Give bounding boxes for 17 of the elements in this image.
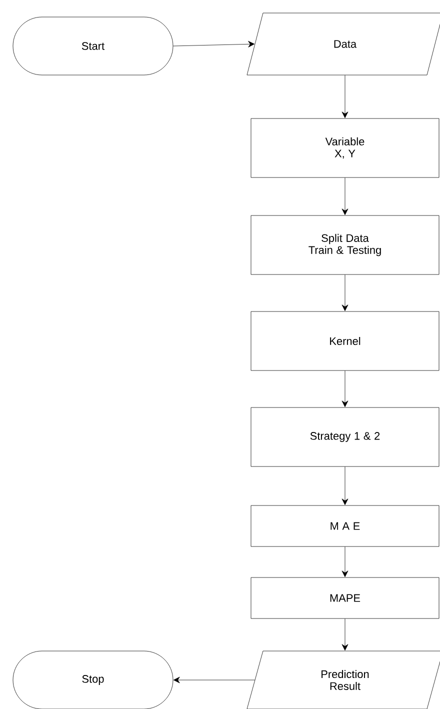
arrow [342,546,348,578]
process-box: M A E [250,505,440,547]
arrow [173,676,255,684]
process-box: Kernel [250,311,440,371]
arrow [342,178,348,216]
process-box: Split Data Train & Testing [250,215,440,275]
data-parallelogram: Data [246,12,440,76]
process-box: Strategy 1 & 2 [250,407,440,467]
data-parallelogram: Prediction Result [246,650,440,709]
arrow [173,40,255,48]
arrow [342,618,348,651]
arrow [342,466,348,506]
process-box: Variable X, Y [250,118,440,178]
arrow [342,370,348,408]
arrow [342,75,348,118]
process-box: MAPE [250,577,440,619]
arrow [342,274,348,312]
